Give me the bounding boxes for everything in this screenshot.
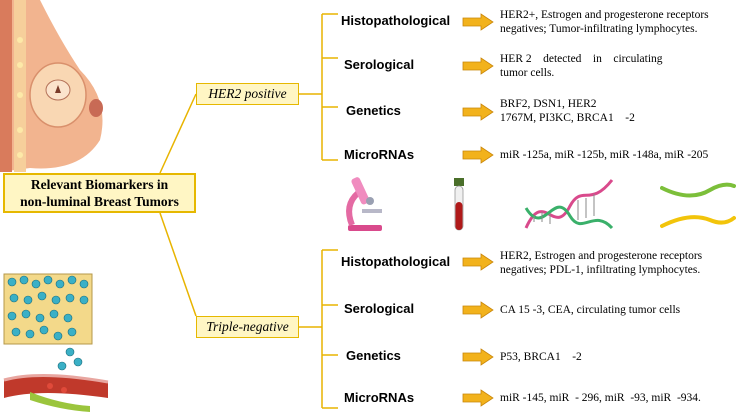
her2-histopathological-label: Histopathological <box>341 13 451 28</box>
title-line-2: non-luminal Breast Tumors <box>20 194 179 209</box>
title-line-1: Relevant Biomarkers in <box>30 177 169 192</box>
her2-micrornas-text: miR -125a, miR -125b, miR -148a, miR -20… <box>500 149 709 161</box>
tn-histopathological-label: Histopathological <box>341 254 451 269</box>
arrow-icon <box>462 389 494 407</box>
her2-genetics-text: BRF2, DSN1, HER2 1767M, PI3KC, BRCA1 -2 <box>500 98 635 124</box>
tn-micrornas-text: miR -145, miR - 296, miR -93, miR -934. <box>500 392 701 404</box>
arrow-icon <box>462 146 494 164</box>
arrow-icon <box>462 103 494 121</box>
tn-genetics-label: Genetics <box>346 348 401 363</box>
tn-genetics-text: P53, BRCA1 -2 <box>500 351 582 363</box>
her2-genetics-label: Genetics <box>346 103 401 118</box>
arrow-icon <box>462 13 494 31</box>
her2-micrornas-label: MicroRNAs <box>344 147 415 162</box>
arrow-icon <box>462 57 494 75</box>
microscope-icon <box>338 175 388 233</box>
arrow-icon <box>462 348 494 366</box>
her2-histopathological-text: HER2+, Estrogen and progesterone recepto… <box>500 9 709 35</box>
rna-strands-icon <box>660 178 736 234</box>
tissue-cells-illustration-icon <box>0 262 112 412</box>
diagram-title-box: Relevant Biomarkers in non-luminal Breas… <box>3 173 196 213</box>
group-label-her2-positive: HER2 positive <box>196 83 299 105</box>
tn-micrornas-label: MicroRNAs <box>344 390 415 405</box>
her2-serological-label: Serological <box>344 57 415 72</box>
tn-serological-text: CA 15 -3, CEA, circulating tumor cells <box>500 304 681 316</box>
her2-serological-text: HER 2 detected in circulating tumor cell… <box>500 53 663 79</box>
arrow-icon <box>462 301 494 319</box>
tn-histopathological-text: HER2, Estrogen and progesterone receptor… <box>500 250 703 276</box>
dna-helix-icon <box>524 178 616 234</box>
group-label-triple-negative: Triple-negative <box>196 316 299 338</box>
breast-illustration-icon <box>0 0 112 172</box>
tn-serological-label: Serological <box>344 301 415 316</box>
blood-tube-icon <box>452 178 466 234</box>
arrow-icon <box>462 253 494 271</box>
